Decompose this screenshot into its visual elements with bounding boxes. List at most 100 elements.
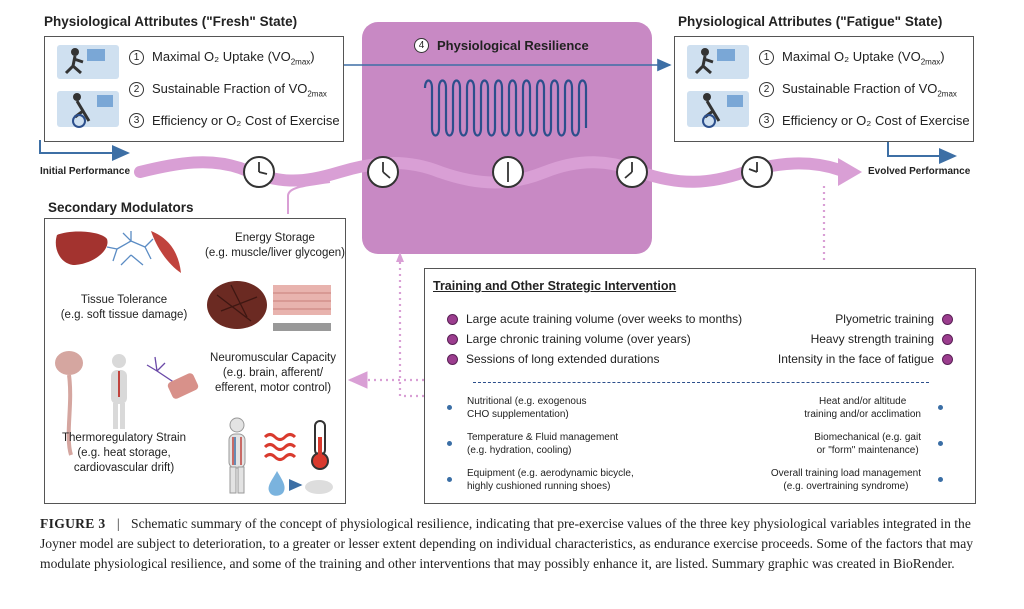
bullet-dot [447,313,458,325]
muscle-icon [151,231,181,273]
modulator-illustrations [55,231,333,496]
brain-icon [55,351,83,375]
sub-line: Biomechanical (e.g. gait [814,432,921,443]
item-sub: 2max [937,89,957,99]
item-text: Sustainable Fraction of VO [782,81,938,96]
training-right-item: Plyometric training [835,312,953,326]
item-number: 1 [759,50,774,66]
sub-left-item: Temperature & Fluid management (e.g. hyd… [447,431,619,457]
modulator-connector [287,181,331,214]
training-title: Training and Other Strategic Interventio… [433,279,677,293]
bullet-dot [942,353,953,365]
sub-line: training and/or acclimation [804,409,921,420]
bullet-dot [938,441,943,446]
item-text: Maximal O₂ Uptake (VO [782,49,921,64]
bullet-dot [447,477,452,482]
fatigue-state-box: 1 Maximal O₂ Uptake (VO2max) 2 Sustainab… [674,36,974,142]
modulator-energy-storage: Energy Storage (e.g. muscle/liver glycog… [205,231,345,261]
modulator-name: Thermoregulatory Strain [62,432,186,444]
bullet-dot [447,353,458,365]
clock-icon-3 [492,156,524,188]
initial-arrow [39,140,130,161]
modulator-name: Neuromuscular Capacity [210,352,336,364]
vapor-cloud-icon [305,480,333,494]
modulator-detail: (e.g. soft tissue damage) [60,309,188,321]
modulator-detail: (e.g. muscle/liver glycogen) [205,247,345,259]
item-tail: ) [940,49,945,64]
item-tail: ) [310,49,315,64]
resilience-number: 4 [414,38,429,53]
resilience-title: Physiological Resilience [437,38,589,53]
sub-line: Nutritional (e.g. exogenous [467,396,587,407]
fatigue-state-title: Physiological Attributes ("Fatigue" Stat… [678,14,943,29]
exercise-figures-icon [57,45,119,128]
training-item-text: Large acute training volume (over weeks … [466,312,743,326]
clock-icon-5 [741,156,773,188]
sub-line: Equipment (e.g. aerodynamic bicycle, [467,468,634,479]
item-number: 3 [129,113,144,128]
bullet-dot [938,405,943,410]
caption-text: Schematic summary of the concept of phys… [40,516,974,571]
sub-line: or "form" maintenance) [816,445,919,456]
circulation-figure-icon [228,417,246,494]
fatigue-item-2: 2 Sustainable Fraction of VO2max [759,81,957,99]
training-item-text: Large chronic training volume (over year… [466,332,691,346]
item-text: Efficiency or O₂ Cost of Exercise [152,113,340,128]
item-number: 2 [129,82,144,98]
bullet-dot [447,333,458,345]
fresh-state-title: Physiological Attributes ("Fresh" State) [44,14,298,29]
item-text: Efficiency or O₂ Cost of Exercise [782,113,970,128]
bullet-dot [447,405,452,410]
sub-line: (e.g. overtraining syndrome) [783,481,909,492]
sub-line: highly cushioned running shoes) [467,481,611,492]
modulators-title: Secondary Modulators [48,200,194,215]
liver-icon [55,231,108,265]
fresh-item-3: 3 Efficiency or O₂ Cost of Exercise [129,113,340,128]
evolved-performance-label: Evolved Performance [868,166,971,177]
sub-line: Overall training load management [770,468,921,479]
diagram-graphics [39,58,957,398]
training-divider [473,382,929,383]
training-item-text: Intensity in the face of fatigue [777,352,934,366]
sub-right-item: Overall training load management (e.g. o… [770,467,943,493]
item-sub: 2max [920,57,941,67]
sub-line: Temperature & Fluid management [467,432,619,443]
sub-line: (e.g. hydration, cooling) [467,445,572,456]
training-left-item: Sessions of long extended durations [447,352,659,366]
item-number: 2 [759,82,774,98]
sub-right-item: Heat and/or altitude training and/or acc… [804,395,943,421]
fresh-item-1: 1 Maximal O₂ Uptake (VO2max) [129,49,315,67]
modulators-box: Energy Storage (e.g. muscle/liver glycog… [44,218,346,504]
training-item-text: Plyometric training [835,312,934,326]
fatigue-item-1: 1 Maximal O₂ Uptake (VO2max) [759,49,945,67]
modulator-thermoregulatory: Thermoregulatory Strain (e.g. heat stora… [49,431,199,476]
training-item-text: Heavy strength training [810,332,934,346]
modulator-detail: (e.g. heat storage, cardiovascular drift… [73,447,175,474]
modulator-tissue-tolerance: Tissue Tolerance (e.g. soft tissue damag… [49,293,199,323]
bullet-dot [938,477,943,482]
sub-left-item: Nutritional (e.g. exogenous CHO suppleme… [447,395,587,421]
item-number: 1 [129,50,144,66]
modulator-name: Tissue Tolerance [80,294,168,306]
fresh-item-2: 2 Sustainable Fraction of VO2max [129,81,327,99]
resilience-spring-icon [423,79,588,137]
fatigue-item-3: 3 Efficiency or O₂ Cost of Exercise [759,113,970,128]
clock-icon-1 [243,156,275,188]
heat-icon [263,433,297,461]
training-left-item: Large acute training volume (over weeks … [447,312,742,326]
caption-label: FIGURE 3 [40,516,106,531]
training-left-item: Large chronic training volume (over year… [447,332,691,346]
item-number: 3 [759,113,774,128]
evolved-arrow [887,140,957,164]
training-box: Training and Other Strategic Interventio… [424,268,976,504]
glycogen-icon [106,231,154,266]
clock-icon-2 [367,156,399,188]
initial-performance-label: Initial Performance [40,166,131,177]
sub-line: Heat and/or altitude [818,396,907,407]
clock-icon-4 [616,156,648,188]
modulator-name: Energy Storage [235,232,315,244]
resilience-box [362,22,652,254]
water-drop-icon [268,471,285,496]
training-right-item: Intensity in the face of fatigue [778,352,953,366]
muscle-fiber-icon [273,285,331,315]
